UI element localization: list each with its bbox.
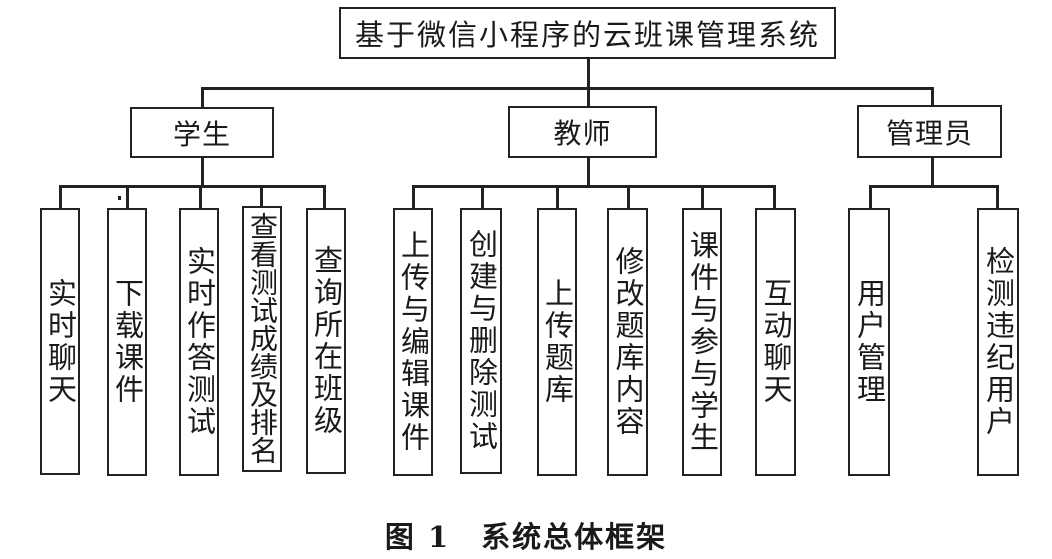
connector-admin-bus: [869, 185, 999, 188]
connector-teacher-f2: [481, 185, 484, 210]
feature-node-admin-2: 检测违纪用户: [977, 208, 1019, 476]
connector-admin-down: [931, 157, 934, 186]
connector-teacher-bus: [412, 185, 776, 188]
connector-teacher-f1: [412, 185, 415, 210]
connector-admin-f1: [869, 185, 872, 210]
role-node-label: 学生: [172, 117, 231, 151]
figure-caption: 图 1 系统总体框架: [384, 520, 668, 554]
connector-student-bus: [59, 185, 326, 188]
role-node-teacher: 教师: [508, 106, 657, 158]
connector-to-teacher: [587, 87, 590, 108]
stray-dot-mark: [118, 196, 121, 200]
connector-role-bus: [201, 87, 934, 90]
feature-node-student-5: 查询所在班级: [306, 208, 346, 474]
role-node-student: 学生: [130, 107, 274, 158]
feature-node-label: 检测违纪用户: [981, 246, 1016, 438]
feature-node-label: 用户管理: [852, 278, 887, 406]
feature-node-label: 上传题库: [540, 278, 575, 406]
feature-node-teacher-4: 修改题库内容: [607, 208, 648, 476]
connector-teacher-f6: [773, 185, 776, 210]
feature-node-teacher-6: 互动聊天: [755, 208, 796, 476]
connector-root-down: [587, 58, 590, 88]
root-node-label: 基于微信小程序的云班课管理系统: [354, 18, 820, 52]
feature-node-label: 上传与编辑课件: [396, 230, 431, 454]
connector-admin-f2: [996, 185, 999, 210]
feature-node-label: 课件与参与学生: [685, 230, 720, 454]
connector-student-f1: [59, 185, 62, 210]
role-node-admin: 管理员: [857, 105, 1002, 158]
feature-node-label: 创建与删除测试: [464, 229, 499, 453]
feature-node-label: 实时作答测试: [182, 246, 217, 438]
root-node: 基于微信小程序的云班课管理系统: [339, 7, 836, 59]
connector-student-f4: [260, 185, 263, 208]
feature-node-teacher-3: 上传题库: [537, 208, 577, 476]
connector-student-f3: [199, 185, 202, 210]
feature-node-label: 修改题库内容: [611, 246, 645, 438]
feature-node-label: 查询所在班级: [309, 245, 344, 437]
role-node-label: 教师: [553, 117, 612, 150]
feature-node-teacher-5: 课件与参与学生: [682, 208, 722, 476]
connector-teacher-f4: [627, 185, 630, 210]
feature-node-label: 互动聊天: [759, 278, 793, 406]
feature-node-student-4: 查看测试成绩及排名: [242, 206, 282, 472]
connector-teacher-down: [587, 157, 590, 186]
connector-to-student: [201, 87, 204, 109]
connector-to-admin: [931, 87, 934, 107]
feature-node-student-2: 下载课件: [107, 208, 147, 476]
feature-node-label: 查看测试成绩及排名: [246, 212, 279, 464]
feature-node-student-1: 实时聊天: [40, 208, 80, 475]
connector-teacher-f3: [556, 185, 559, 210]
feature-node-teacher-1: 上传与编辑课件: [393, 208, 433, 476]
feature-node-teacher-2: 创建与删除测试: [460, 208, 502, 474]
feature-node-student-3: 实时作答测试: [179, 208, 219, 476]
connector-student-f2: [126, 185, 129, 210]
connector-student-down: [201, 157, 204, 186]
role-node-label: 管理员: [885, 116, 973, 150]
feature-node-label: 实时聊天: [43, 277, 78, 406]
connector-teacher-f5: [701, 185, 704, 210]
feature-node-label: 下载课件: [110, 278, 145, 406]
connector-student-f5: [323, 185, 326, 210]
feature-node-admin-1: 用户管理: [848, 208, 890, 476]
